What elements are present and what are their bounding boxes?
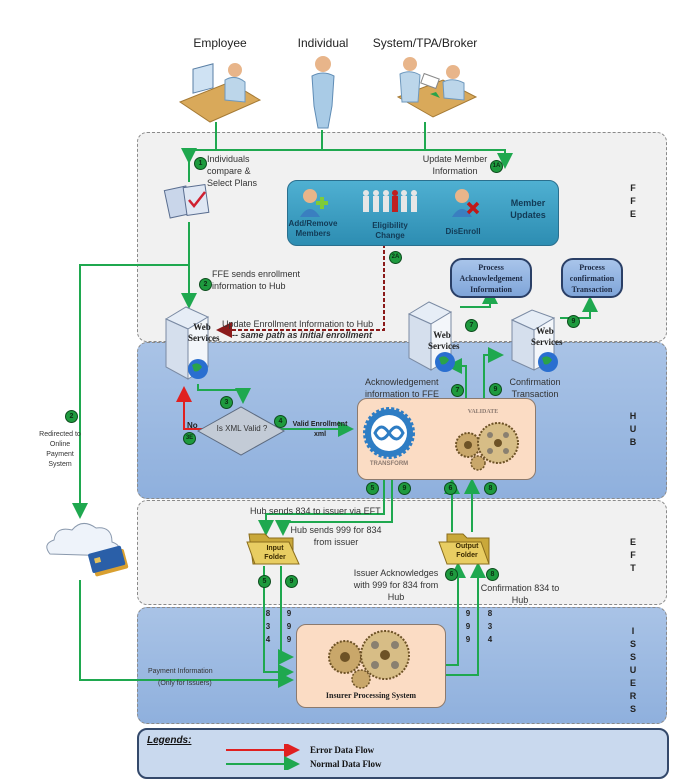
step-badge-5: 5 [366,482,379,495]
output-folder-label: Output Folder [455,543,479,559]
step-5-label: Hub sends 834 to issuer via EFT [250,506,381,516]
actor-system-label: System/TPA/Broker [372,36,478,50]
step-badge-7-top: 7 [465,319,478,332]
step-badge-8-eft: 8 [486,568,499,581]
actor-individual-label: Individual [297,36,349,50]
step-badge-2a: 2A [389,251,402,264]
member-item-add-remove: Add/Remove Members [288,219,338,238]
step-8-label: Confirmation 834 to Hub [480,583,560,605]
step-badge-6: 6 [444,482,457,495]
input-folder-icon [246,533,300,565]
step-badge-7: 7 [451,384,464,397]
insurer-processing-box: Insurer Processing System [296,624,446,708]
step-badge-6-eft: 6 [445,568,458,581]
validate-label: VALIDATE [467,409,499,415]
step-6-label: Issuer Acknowledges with 999 for 834 fro… [353,568,439,602]
step-badge-3e: 3E [183,432,196,445]
process-confirmation-box: Process confirmation Transaction [561,258,623,298]
transform-validate-box: TRANSFORM VALIDATE [357,398,536,480]
payment-note-label: (Only for Issuers) [158,680,212,687]
web-services-label-main: Web Services [188,322,220,343]
xml-valid-decision [196,406,286,456]
step-badge-9: 9 [489,383,502,396]
step-1-label: Individuals compare & Select Plans [207,154,258,188]
step-9-eft-label: Hub sends 999 for 834 from issuer [290,525,382,547]
web-services-server-main [164,306,210,380]
step-1a-label: Update Member Information [422,154,488,176]
payment-redirect-label: Redirected to Online Payment System [39,431,81,468]
legend-lines [226,744,300,770]
step-badge-4: 4 [274,415,287,428]
web-services-server-ack [407,301,455,372]
no-label: No [187,421,198,430]
step-badge-8: 8 [484,482,497,495]
individual-icon [311,56,335,129]
step-badge-2-payment: 2 [65,410,78,423]
member-updates-box: Add/Remove Members Eligibility Change Di… [287,180,559,246]
step-badge-3: 3 [220,396,233,409]
insurer-label: Insurer Processing System [325,691,417,700]
step-9-label: Confirmation Transaction [509,377,561,399]
step-badge-9-hub: 9 [398,482,411,495]
web-services-server-conf [510,309,558,372]
actor-employee-label: Employee [193,36,247,50]
transform-gear-icon [363,407,415,459]
input-folder-label: Input Folder [264,545,286,561]
web-services-label-conf: Web Services [531,326,563,347]
member-updates-title: Member Updates [510,198,546,220]
output-folder-icon [438,533,490,565]
step-4-label: Valid Enrollment xml [292,421,348,438]
payment-cloud-icon [46,523,129,577]
update-enrollment-label: Update Enrollment Information to Hub [222,319,374,329]
plan-documents-icon [163,184,210,219]
step-badge-1a: 1A [490,160,503,173]
same-path-label: -- same path as initial enrollment [232,330,373,340]
member-item-eligibility: Eligibility Change [372,221,408,240]
legend-box: Legends: Error Data Flow Normal Data Flo… [137,728,669,779]
lane-eft [137,500,667,605]
legend-error-label: Error Data Flow [310,745,375,755]
step-badge-5-eft: 5 [258,575,271,588]
employee-icon [178,63,262,123]
insurer-gears-icon [328,630,410,689]
step-7-label: Acknowledgement information to FFE [365,377,440,399]
step-badge-1: 1 [194,157,207,170]
step-badge-2: 2 [199,278,212,291]
decision-label: Is XML Valid ? [216,424,268,433]
web-services-label-ack: Web Services [428,330,460,351]
eligibility-change-icon [363,190,417,212]
step-badge-9-eft: 9 [285,575,298,588]
process-ack-box: Process Acknowledgement Information [450,258,532,298]
legend-normal-label: Normal Data Flow [310,759,382,769]
add-member-icon [300,189,328,217]
legend-title: Legends: [147,735,192,746]
payment-info-label: Payment Information [148,668,213,675]
system-tpa-broker-icon [396,57,478,118]
transform-label: TRANSFORM [369,461,409,467]
step-2-label: FFE sends enrollment information to Hub [212,269,301,291]
step-badge-9-top: 9 [567,315,580,328]
member-item-disenroll: DisEnroll [445,227,481,236]
validate-gears-icon [455,422,519,471]
disenroll-icon [452,189,480,217]
